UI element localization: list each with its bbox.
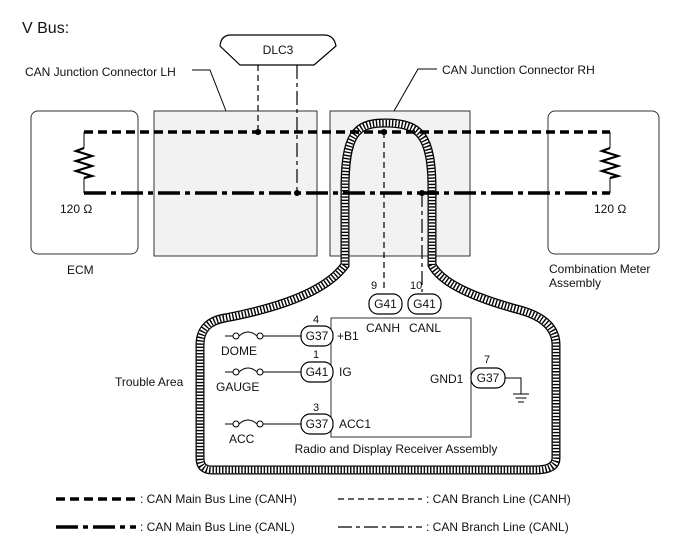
acc-connector-code: G37 (306, 417, 329, 431)
legend-main-canl-label: : CAN Main Bus Line (CANL) (140, 520, 295, 534)
meter-label-line1: Combination Meter (549, 262, 650, 276)
trouble-area-label: Trouble Area (115, 375, 184, 389)
dome-fuse-label: DOME (221, 344, 257, 358)
ecm-terminator-resistor (72, 146, 97, 180)
combination-meter-box (547, 110, 660, 255)
meter-resistance-label: 120 Ω (594, 202, 626, 216)
b1-connector (300, 325, 334, 347)
acc-pin-number: 3 (313, 402, 319, 414)
legend-branch-canh-label: : CAN Branch Line (CANH) (426, 492, 571, 506)
gnd-connector-code: G37 (477, 371, 500, 385)
acc-fuse-label: ACC (229, 432, 255, 446)
b1-pin-number: 4 (313, 314, 319, 326)
dlc3-label: DLC3 (263, 43, 294, 57)
ig-connector-code: G41 (306, 365, 329, 379)
diagram-title: V Bus: (22, 20, 69, 37)
acc-fuse-icon (238, 419, 258, 425)
dome-fuse-icon (238, 331, 258, 337)
receiver-canl-splice (419, 190, 425, 196)
gauge-fuse-icon (238, 367, 258, 373)
canl-connector (407, 293, 442, 315)
dlc3-canl-splice (294, 190, 300, 196)
junction-lh-leader (192, 69, 227, 112)
canl-connector-code: G41 (413, 297, 436, 311)
gauge-fuse-terminal-left (232, 368, 240, 376)
gauge-fuse-terminal-right (256, 368, 264, 376)
acc-connector (300, 413, 334, 435)
junction-rh-leader (393, 68, 437, 112)
meter-label-line2: Assembly (549, 276, 601, 290)
canl-terminal-label: CANL (409, 321, 441, 335)
acc-fuse-terminal-right (256, 420, 264, 428)
receiver-label: Radio and Display Receiver Assembly (295, 442, 498, 456)
dlc3-canh-splice (255, 129, 261, 135)
ig-connector (300, 361, 334, 383)
b1-terminal-label: +B1 (337, 329, 359, 343)
trouble-area-hatch (196, 119, 560, 474)
ig-terminal-label: IG (339, 365, 352, 379)
junction-lh-box (153, 110, 318, 257)
junction-lh-label: CAN Junction Connector LH (25, 65, 176, 79)
dome-fuse-terminal-right (256, 332, 264, 340)
acc-fuse-terminal-left (232, 420, 240, 428)
dlc3-connector (219, 34, 337, 66)
gnd-pin-number: 7 (484, 354, 490, 366)
canh-pin-number: 9 (371, 280, 377, 292)
gauge-fuse-label: GAUGE (216, 380, 259, 394)
canh-connector-code: G41 (374, 297, 397, 311)
ecm-resistance-label: 120 Ω (60, 202, 92, 216)
legend-main-canh-label: : CAN Main Bus Line (CANH) (140, 492, 297, 506)
canl-pin-number: 10 (410, 280, 422, 292)
canh-terminal-label: CANH (366, 321, 400, 335)
gnd-terminal-label: GND1 (430, 372, 464, 386)
b1-connector-code: G37 (306, 329, 329, 343)
receiver-canh-splice (381, 129, 387, 135)
radio-display-receiver-box (330, 317, 472, 438)
junction-rh-label: CAN Junction Connector RH (442, 63, 595, 77)
acc-terminal-label: ACC1 (339, 417, 371, 431)
canh-connector (368, 293, 403, 315)
ecm-label: ECM (67, 263, 94, 277)
dome-fuse-terminal-left (232, 332, 240, 340)
ig-pin-number: 1 (313, 349, 319, 361)
ground-wire (505, 377, 522, 394)
meter-terminator-resistor (598, 146, 623, 180)
legend-branch-canl-label: : CAN Branch Line (CANL) (426, 520, 569, 534)
ground-icon (513, 393, 529, 403)
